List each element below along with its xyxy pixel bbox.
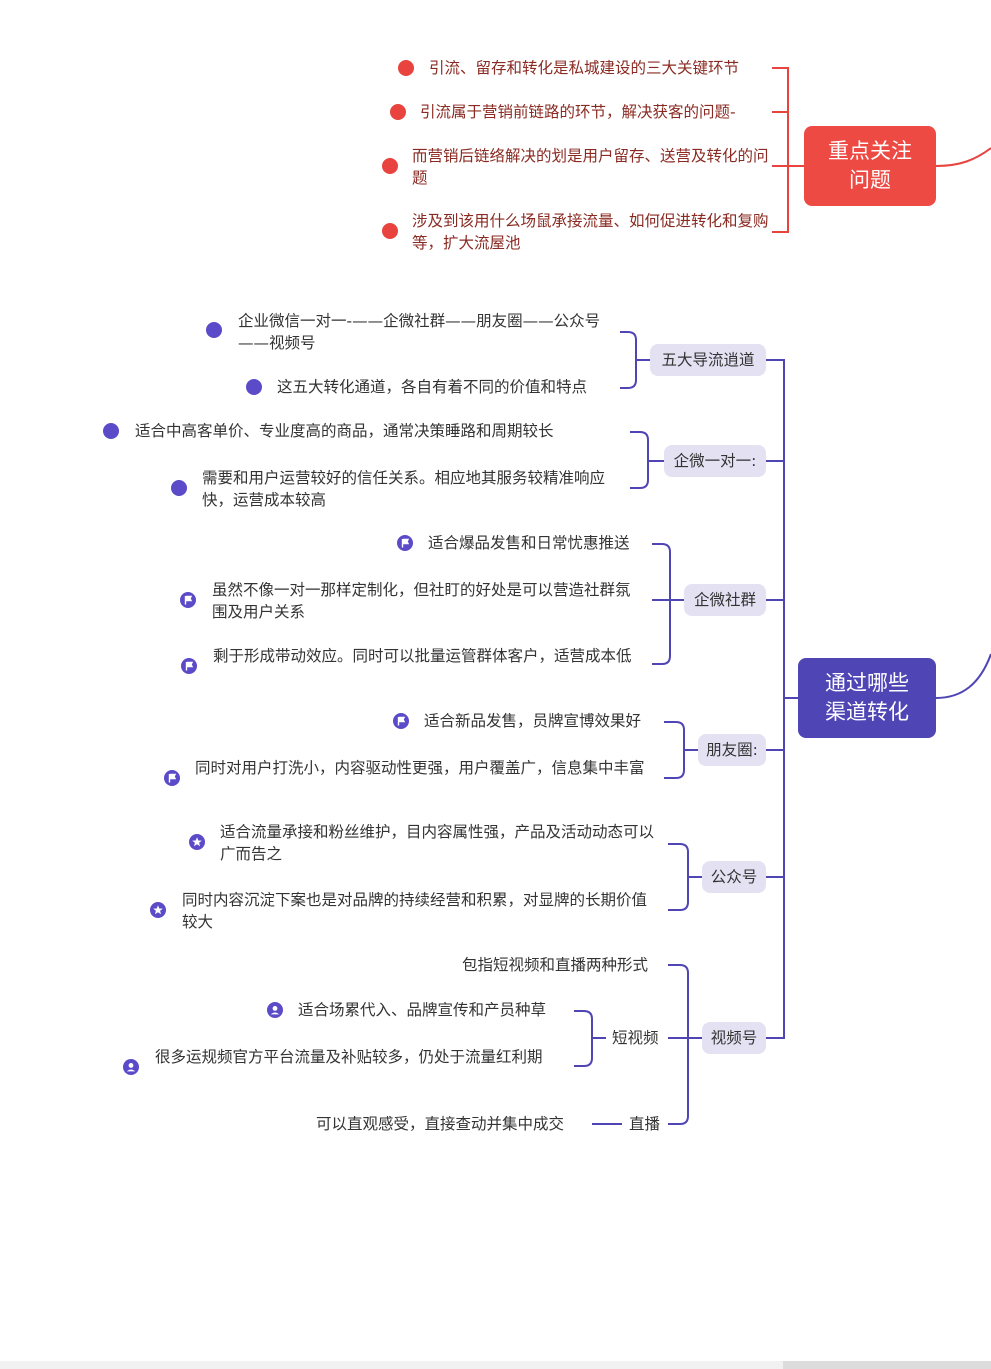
bullet-dot — [171, 480, 187, 496]
bullet-dot — [398, 60, 414, 76]
five-channels-item-2: 这五大转化通道，各自有着不同的价值和特点 — [277, 378, 588, 396]
flag-icon — [181, 658, 197, 674]
live-label[interactable]: 直播 — [629, 1115, 661, 1133]
bullet-dot — [382, 158, 398, 174]
focus-item-3: 而营销后链络解决的划是用户留存、送营及转化的问题 — [412, 147, 769, 187]
channels-title: 通过哪些 渠道转化 — [825, 671, 909, 724]
bullet-dot — [246, 379, 262, 395]
moments-item-1: 适合新品发售，员牌宣博效果好 — [424, 712, 642, 730]
scrollbar-thumb[interactable] — [783, 1361, 991, 1369]
bullet-dot — [103, 423, 119, 439]
branch-five-channels[interactable]: 五大导流逍道 — [650, 344, 766, 376]
flag-icon — [180, 592, 196, 608]
video-intro: 包指短视频和直播两种形式 — [462, 956, 649, 974]
branch-official-account[interactable]: 公众号 — [702, 861, 766, 893]
user-icon — [123, 1059, 139, 1075]
channels-node[interactable]: 通过哪些 渠道转化 — [798, 658, 936, 738]
flag-icon — [164, 770, 180, 786]
bullet-dot — [390, 104, 406, 120]
bullet-dot — [382, 223, 398, 239]
star-icon — [189, 834, 205, 850]
focus-item-1: 引流、留存和转化是私城建设的三大关键环节 — [429, 59, 740, 77]
user-icon — [267, 1002, 283, 1018]
short-video-label[interactable]: 短视频 — [612, 1029, 659, 1047]
focus-item-2: 引流属于营销前链路的环节，解决获客的问题- — [420, 103, 736, 121]
branch-wecom-one-on-one[interactable]: 企微一对一: — [664, 445, 766, 477]
flag-icon — [393, 713, 409, 729]
short-video-item-2: 很多运规频官方平台流量及补贴较多，仍处于流量红利期 — [155, 1048, 543, 1066]
focus-item-4: 涉及到该用什么场鼠承接流量、如何促进转化和复购等，扩大流屋池 — [412, 212, 769, 252]
short-video-item-1: 适合场累代入、品牌宣传和产员种草 — [298, 1001, 547, 1019]
moments-item-2: 同时对用户打洗小，内容驱动性更强，用户覆盖广，信息集中丰富 — [195, 759, 645, 777]
star-icon — [150, 902, 166, 918]
branch-channels-video[interactable]: 视频号 — [702, 1022, 766, 1054]
branch-moments[interactable]: 朋友圈: — [698, 734, 766, 766]
one-on-one-item-2: 需要和用户运营较好的信任关系。相应地其服务较精准响应快，运营成本较高 — [202, 469, 606, 509]
official-item-2: 同时内容沉淀下案也是对品牌的持续经营和积累，对显牌的长期价值较大 — [182, 891, 648, 931]
group-item-3: 剩于形成带动效应。同时可以批量运管群体客户，适营成本低 — [213, 647, 632, 665]
horizontal-scrollbar[interactable] — [0, 1361, 991, 1369]
focus-issues-title: 重点关注 问题 — [828, 139, 912, 192]
branch-wecom-group[interactable]: 企微社群 — [684, 584, 766, 616]
group-item-1: 适合爆品发售和日常忧惠推送 — [428, 534, 630, 552]
five-channels-item-1: 企业微信一对一-——企微社群——朋友圈——公众号 ——视频号 — [238, 312, 601, 352]
official-item-1: 适合流量承接和粉丝维护，目内容属性强，产品及活动动态可以广而告之 — [220, 823, 655, 863]
one-on-one-item-1: 适合中高客单价、专业度高的商品，通常决策睡路和周期较长 — [135, 422, 554, 440]
live-item: 可以直观感受，直接查动并集中成交 — [316, 1115, 565, 1133]
group-item-2: 虽然不像一对一那样定制化，但社盯的好处是可以营造社群氛围及用户关系 — [212, 581, 631, 621]
focus-issues-node[interactable]: 重点关注 问题 — [804, 126, 936, 206]
flag-icon — [397, 535, 413, 551]
bullet-dot — [206, 322, 222, 338]
